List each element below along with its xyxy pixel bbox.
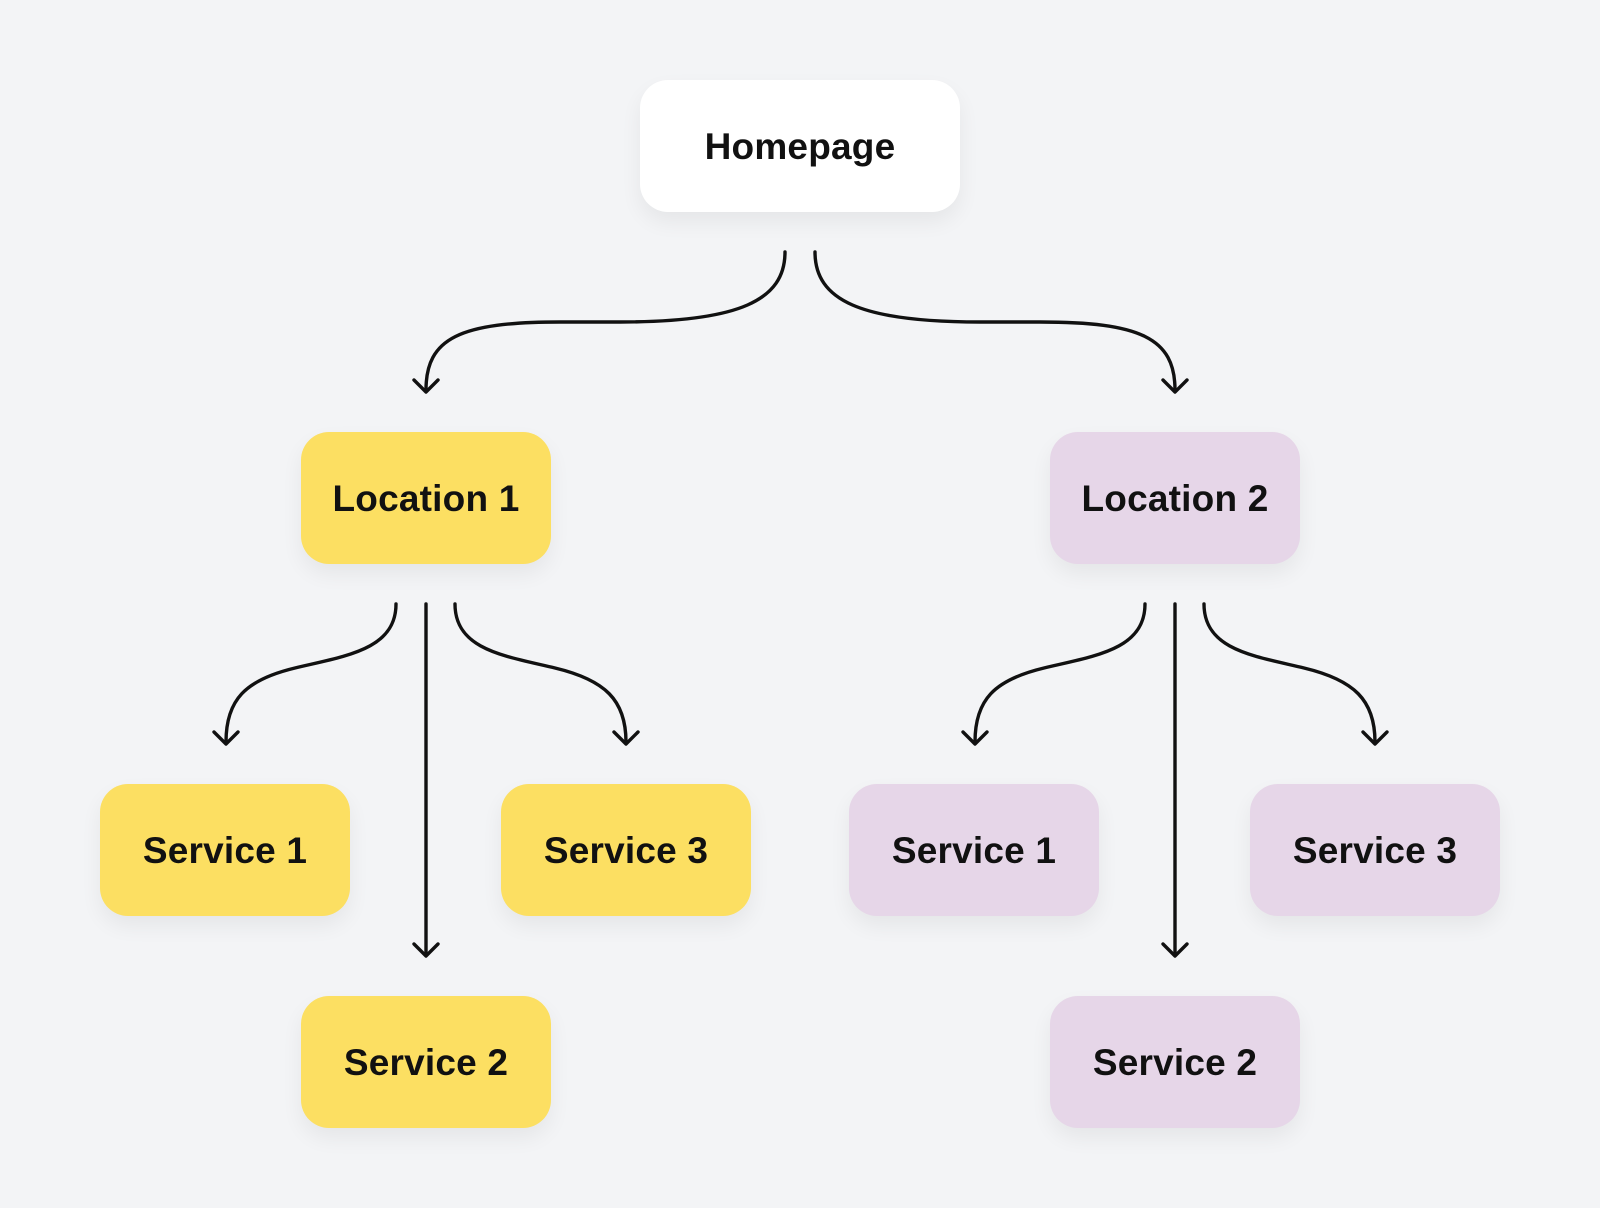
location-1-service-2-node[interactable]: Service 2 bbox=[301, 996, 551, 1128]
arrowhead-l1-service-2 bbox=[412, 942, 440, 958]
edge-location-1-service-1 bbox=[224, 602, 398, 744]
location-1-node[interactable]: Location 1 bbox=[301, 432, 551, 564]
edge-homepage-location-1 bbox=[424, 250, 787, 392]
homepage-node[interactable]: Homepage bbox=[640, 80, 960, 212]
arrowhead-location-1 bbox=[412, 378, 440, 394]
location-1-label: Location 1 bbox=[332, 477, 520, 519]
homepage-label: Homepage bbox=[704, 125, 896, 167]
arrowhead-l2-service-1 bbox=[961, 730, 989, 746]
location-2-label: Location 2 bbox=[1081, 477, 1269, 519]
location-2-node[interactable]: Location 2 bbox=[1050, 432, 1300, 564]
arrowhead-l1-service-3 bbox=[612, 730, 640, 746]
arrowhead-location-2 bbox=[1161, 378, 1189, 394]
location-1-service-2-label: Service 2 bbox=[343, 1041, 509, 1083]
location-1-service-3-node[interactable]: Service 3 bbox=[501, 784, 751, 916]
location-2-service-3-node[interactable]: Service 3 bbox=[1250, 784, 1500, 916]
location-2-service-2-label: Service 2 bbox=[1092, 1041, 1258, 1083]
location-2-service-1-node[interactable]: Service 1 bbox=[849, 784, 1099, 916]
edge-location-2-service-3 bbox=[1202, 602, 1377, 744]
location-1-service-1-label: Service 1 bbox=[142, 829, 308, 871]
location-1-service-3-label: Service 3 bbox=[543, 829, 709, 871]
location-2-service-3-label: Service 3 bbox=[1292, 829, 1458, 871]
arrowhead-l2-service-2 bbox=[1161, 942, 1189, 958]
arrowhead-l1-service-1 bbox=[212, 730, 240, 746]
edge-location-2-service-1 bbox=[973, 602, 1147, 744]
location-2-service-1-label: Service 1 bbox=[891, 829, 1057, 871]
location-2-service-2-node[interactable]: Service 2 bbox=[1050, 996, 1300, 1128]
arrowhead-l2-service-3 bbox=[1361, 730, 1389, 746]
edge-homepage-location-2 bbox=[813, 250, 1177, 392]
location-1-service-1-node[interactable]: Service 1 bbox=[100, 784, 350, 916]
edge-location-1-service-3 bbox=[453, 602, 628, 744]
